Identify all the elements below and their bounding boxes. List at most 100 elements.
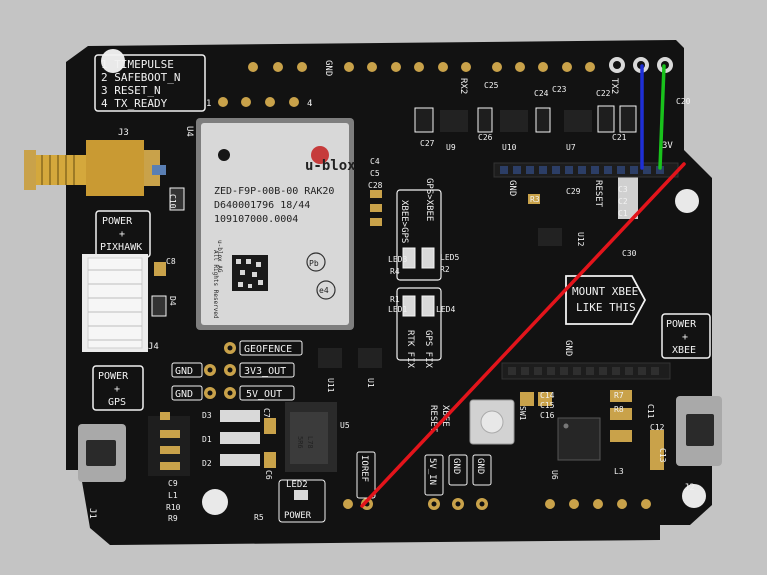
module-rights: All Rights Reserved: [212, 250, 219, 319]
r4-label: R4: [390, 267, 400, 276]
power-gps-line-1: POWER: [98, 371, 129, 382]
led4-label: LED4: [436, 305, 455, 314]
u6-label: U6: [550, 470, 559, 480]
bottom-pin-label-3: GND: [451, 458, 461, 474]
d1-label: D1: [202, 435, 212, 444]
pin-header-start-label: 1: [206, 99, 211, 109]
j4-connector: [82, 254, 148, 352]
mount-xbee-line-1: MOUNT XBEE: [572, 285, 638, 298]
bottom-pin-label-2: 5V_IN: [427, 458, 437, 485]
module-brand: u-blox: [305, 158, 356, 174]
c22-label: C22: [596, 89, 611, 98]
pin-list-line-3: 3 RESET_N: [101, 84, 161, 97]
led-power-label: POWER: [284, 511, 312, 521]
c14-label: C14: [540, 391, 555, 400]
u9-label: U9: [446, 143, 456, 152]
l3-label: L3: [614, 467, 624, 476]
xbee-reset-switch: [469, 399, 515, 445]
u10-label: U10: [502, 143, 517, 152]
c27-label: C27: [420, 139, 435, 148]
pin1-dot: [218, 149, 230, 161]
led-group-bottom: [396, 287, 442, 361]
r8-label: R8: [614, 405, 624, 414]
reset-header-label: RESET: [593, 180, 603, 208]
c9-label: C9: [168, 479, 178, 488]
xbee-header-top: [493, 162, 679, 178]
bottom-pin-labels: IOREF 5V_IN GND GND: [356, 451, 492, 499]
u5-mark-2: L78: [306, 436, 314, 449]
v5-out-box: [239, 385, 295, 401]
led5-label: LED5: [440, 253, 459, 262]
c29-label: C29: [566, 187, 581, 196]
ublox-logo-icon: [311, 146, 329, 164]
sma-antenna-connector: [24, 140, 160, 196]
power-led-box: [278, 479, 326, 523]
pin-header-end-label: 4: [307, 99, 312, 109]
r10-label: R10: [166, 503, 181, 512]
gnd-row2-label: GND: [175, 389, 193, 400]
usb-port-left: [78, 424, 126, 482]
gnd-row2-box: [171, 385, 203, 401]
e4-mark: [316, 280, 336, 300]
mount-hole-bottom-left: [202, 489, 228, 515]
c4-label: C4: [370, 157, 380, 166]
rx2-label: RX2: [458, 78, 468, 94]
c7-label: C7: [262, 408, 271, 418]
c12-label: C12: [650, 423, 665, 432]
v3-out-label: 3V3_OUT: [244, 366, 286, 377]
c24-label: C24: [534, 89, 549, 98]
u7-label: U7: [566, 143, 576, 152]
xbee-gps-label: XBEE>GPS: [399, 200, 409, 243]
module-line-1: ZED-F9P-00B-00 RAK20: [214, 186, 334, 197]
gnd-header-label: GND: [507, 180, 517, 196]
c15-label: C15: [540, 401, 555, 410]
pin-list-line-4: 4 TX_READY: [101, 97, 168, 110]
bottom-pin-label-1: IOREF: [359, 455, 369, 482]
usb-port-right: [676, 396, 722, 466]
u5-label: U5: [340, 421, 350, 430]
j4-label: J4: [148, 342, 159, 352]
power-output-pads: [204, 342, 236, 399]
power-xbee-line-3: XBEE: [672, 345, 696, 356]
r7-label: R7: [614, 391, 624, 400]
j1-label: J1: [87, 508, 97, 519]
c28-label: C28: [368, 181, 383, 190]
gps-fix-label: GPS FIX: [423, 330, 433, 369]
c5-label: C5: [370, 169, 380, 178]
designators: U9 U10 U7 C27 C26 C25 C24 C23 C22 C21 C2…: [166, 81, 691, 523]
u1-label: U1: [366, 378, 375, 388]
v3-out-box: [239, 362, 295, 378]
pin-list-line-2: 2 SAFEBOOT_N: [101, 71, 180, 84]
c3-label: C3: [618, 185, 628, 194]
d4-label: D4: [168, 296, 177, 306]
r1-label: R1: [390, 295, 400, 304]
c26-label: C26: [478, 133, 493, 142]
c1-label: C1: [618, 209, 628, 218]
c23-label: C23: [552, 85, 567, 94]
j3-label: J3: [118, 128, 129, 138]
u4-label: U4: [184, 126, 194, 137]
led2-label: LED2: [286, 480, 308, 490]
geofence-label: GEOFENCE: [244, 344, 292, 355]
power-pixhawk-line-1: POWER: [102, 216, 133, 227]
u5-mark-1: 5R6: [296, 436, 304, 449]
pb-free-mark: [306, 252, 326, 272]
c13-label: C13: [658, 448, 667, 463]
pin-list-line-1: 1 TIMEPULSE: [101, 58, 174, 71]
c10-label: C10: [168, 194, 177, 209]
r2-label: R2: [440, 265, 450, 274]
pin-list: 1 TIMEPULSE 2 SAFEBOOT_N 3 RESET_N 4 TX_…: [101, 58, 180, 110]
e4-text: e4: [319, 286, 329, 295]
l1-label: L1: [168, 491, 178, 500]
mount-hole-top-right: [675, 189, 699, 213]
gnd-top-label: GND: [323, 60, 333, 76]
u12-label: U12: [576, 232, 585, 247]
u11-label: U11: [326, 378, 335, 393]
tx2-label: TX2: [609, 78, 619, 94]
c25-label: C25: [484, 81, 499, 90]
module-maker: u-blox AG: [216, 240, 223, 273]
top-header-pads: [248, 62, 595, 72]
pin-header-4: [218, 97, 299, 107]
